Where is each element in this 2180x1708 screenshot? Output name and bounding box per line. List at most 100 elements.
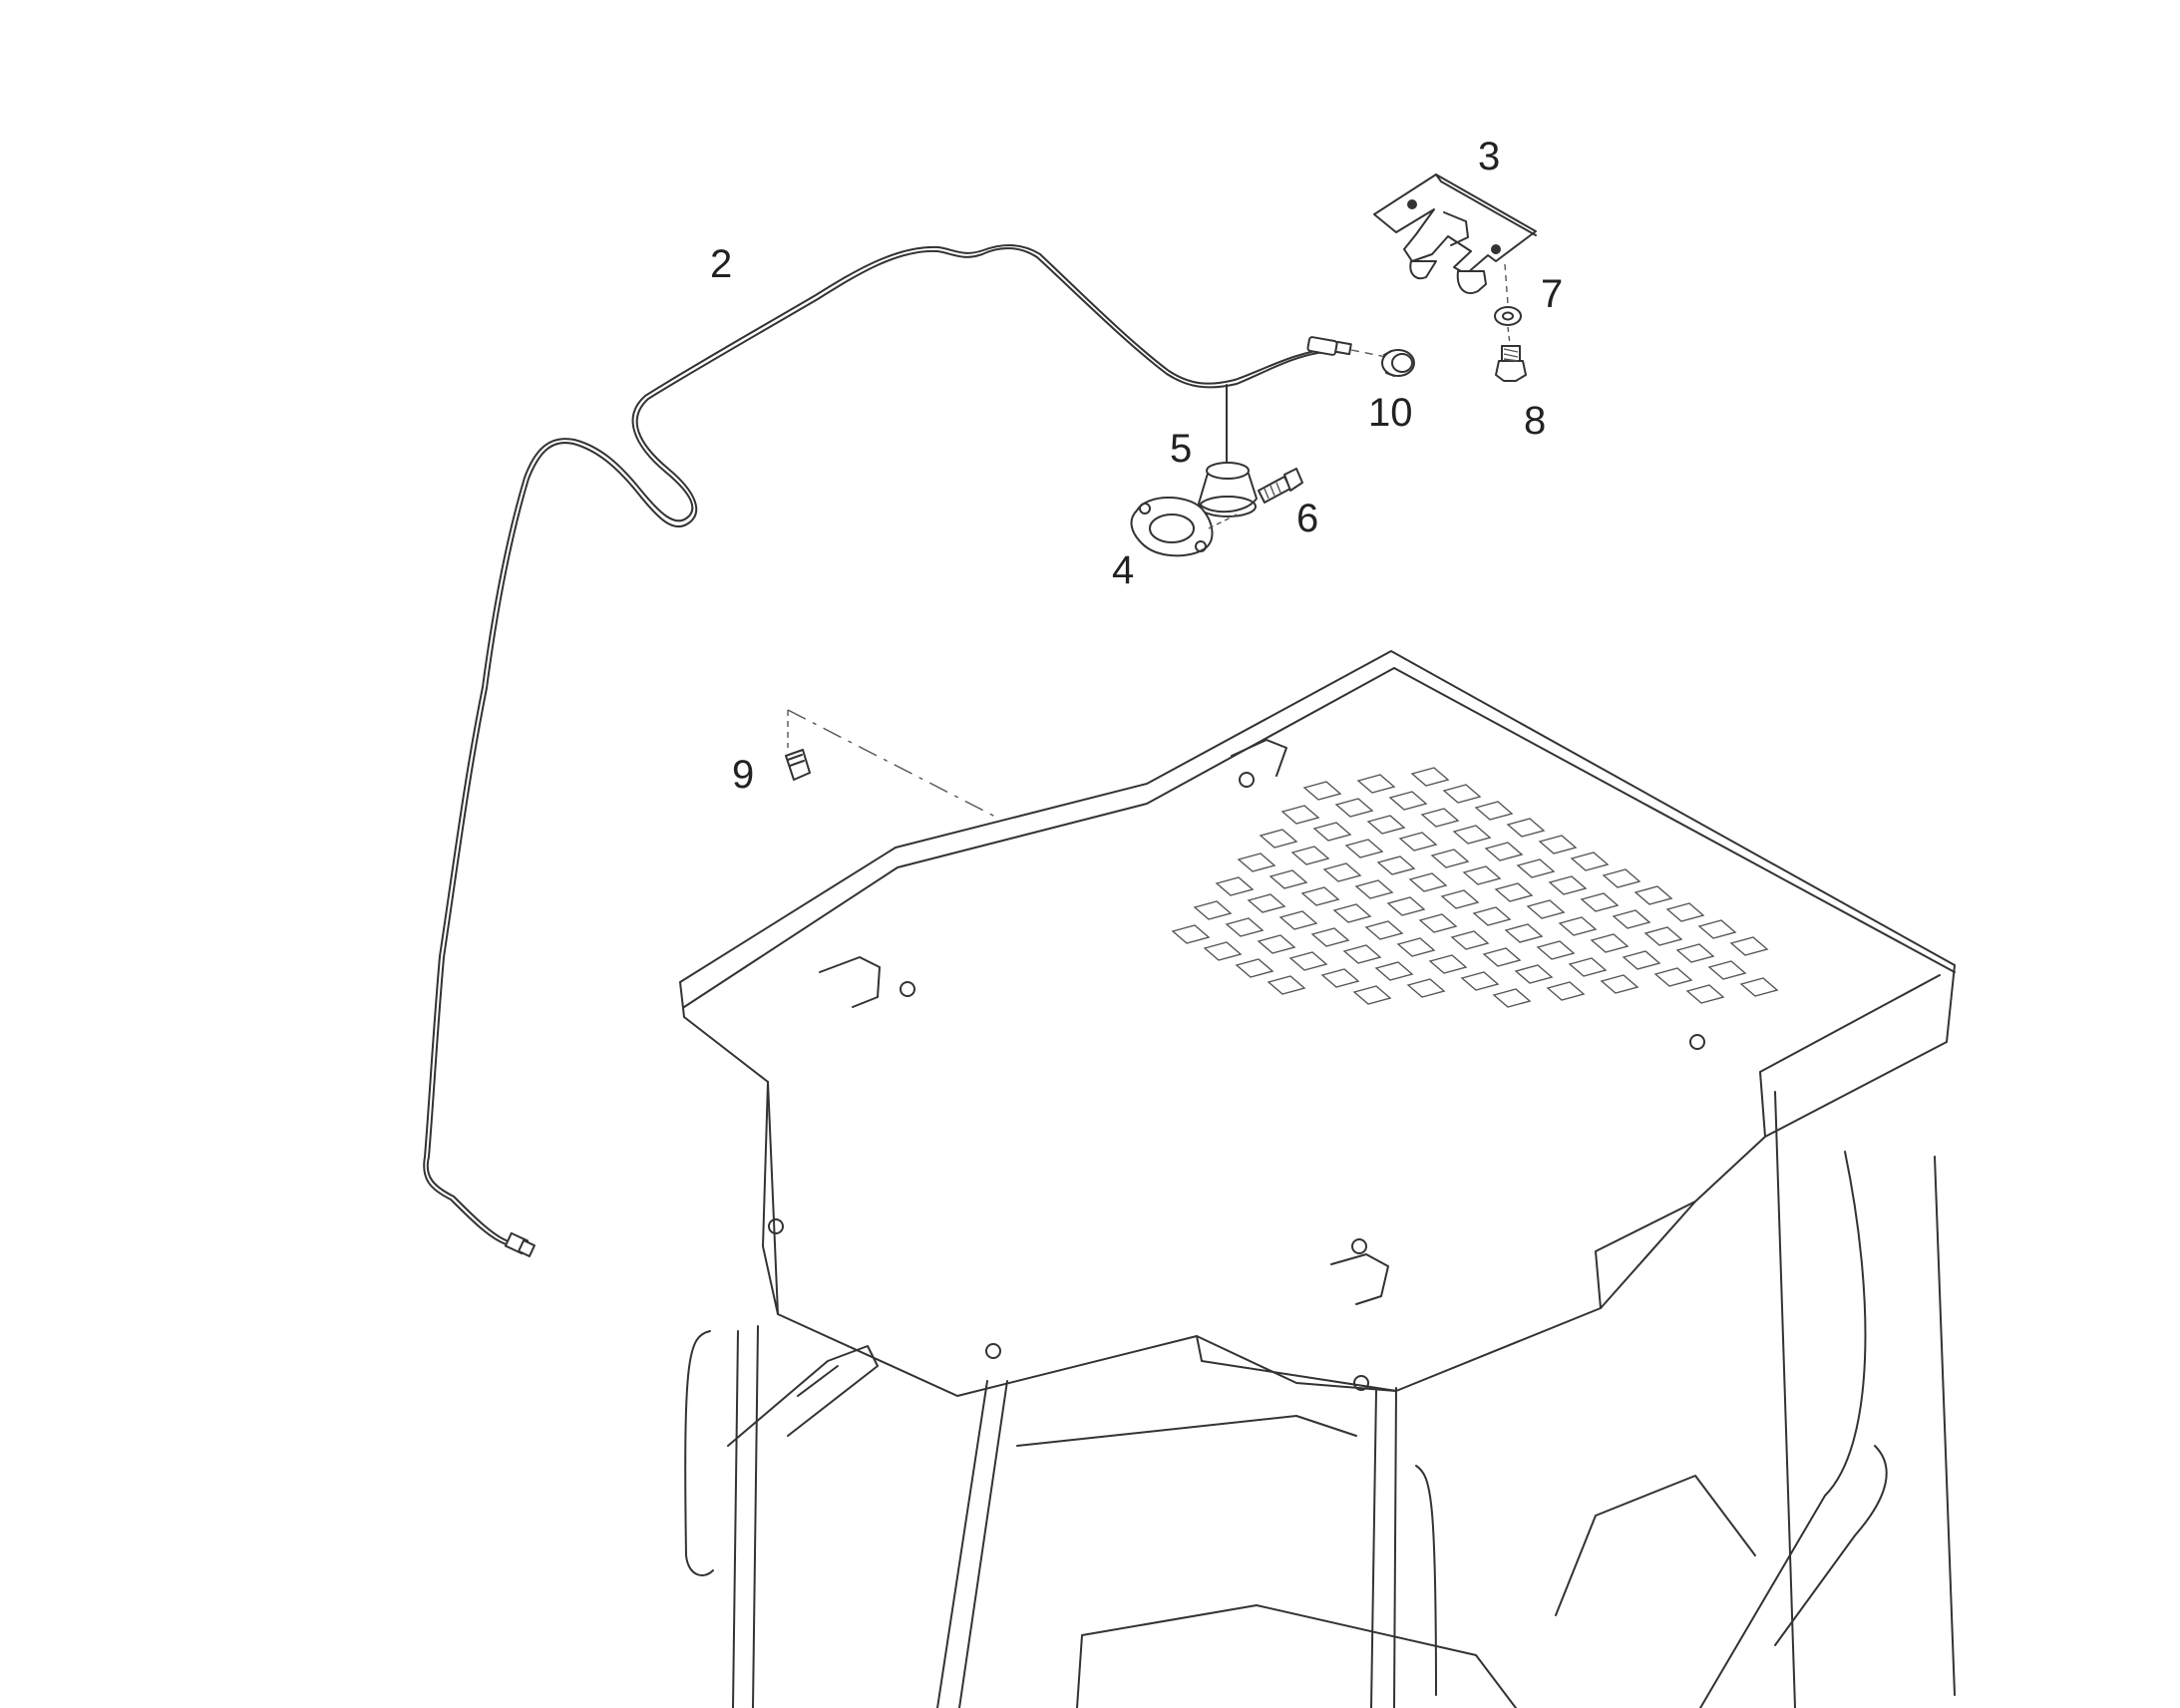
roof-vent-slot [1332,903,1372,923]
cab-body [679,650,1956,1708]
roof-vent-slot [1310,927,1350,947]
roof-vent-slot [1430,849,1470,868]
roof-vent-slot [1364,920,1404,940]
roof-vent-slot [1675,943,1715,963]
roof-vent-slot [1237,853,1276,872]
roof-vent-slot [1215,876,1255,896]
roof-vent-slot [1288,951,1328,971]
roof-vent-slot [1514,964,1554,984]
callout-4: 4 [1112,548,1134,592]
roof-vent-slot [1472,906,1512,926]
roof-vent-slot [1653,967,1693,987]
roof-vent-slot [1474,801,1514,821]
roof-vent-slot [1440,889,1480,909]
roof-vent-slot [1492,988,1532,1008]
roof-vent-slot [1450,930,1490,950]
roof-vent-slot [1193,900,1233,920]
roof-vent-slot [1366,815,1406,835]
roof-vent-slot [1634,885,1673,905]
roof-vent-slot [1506,818,1546,838]
roof-vent-slot [1302,781,1342,801]
roof-vent-slot [1482,947,1522,967]
roof-vent-slot [1247,893,1286,913]
roof-vent-slot [1442,784,1482,804]
roof-vent-slot [1516,858,1556,878]
part-8-bolt [1495,345,1527,382]
roof-vent-slot [1322,862,1362,882]
callout-9: 9 [732,753,754,797]
roof-vent-slot [1280,805,1320,825]
part-7-washer [1494,306,1522,345]
roof-vent-slot [1729,936,1769,956]
roof-vent-slot [1396,937,1436,957]
roof-vent-slot [1203,941,1243,961]
part-3-bracket [1373,173,1537,305]
roof-vent-slot [1388,791,1428,811]
callout-labels: 2 3 4 5 6 7 8 9 10 [710,135,1563,797]
roof-vent-slot [1269,869,1308,889]
roof-vent-slot [1406,978,1446,998]
roof-vent-slot [1259,829,1298,849]
roof-vent-slot [1354,879,1394,899]
roof-vent-slot [1538,835,1578,854]
part-4-gasket [1130,497,1238,557]
part-9-clip [785,709,998,819]
roof-vent-slot [1356,774,1396,794]
roof-vent-slot [1685,984,1725,1004]
roof-vent-slot [1428,954,1468,974]
roof-vent-slot [1568,957,1608,977]
roof-vent-slot [1386,896,1426,916]
roof-vent-slot [1235,958,1274,978]
roof-vent-slot [1504,923,1544,943]
callout-3: 3 [1478,135,1500,178]
roof-vent-slot [1257,934,1296,954]
roof-vent-slot [1418,913,1458,933]
roof-vent-slot [1536,940,1576,960]
roof-vent-slot [1484,842,1524,861]
roof-vent-slot [1410,767,1450,787]
roof-vent-slot [1312,822,1352,842]
callout-10: 10 [1368,391,1413,435]
part-2-cable-harness [423,243,1387,1257]
roof-vent-slot [1494,882,1534,902]
roof-vent-slot [1171,924,1211,944]
roof-vent-slot [1697,919,1737,939]
callout-6: 6 [1296,497,1318,540]
roof-vent-slot [1278,910,1318,930]
part-10-plug [1381,349,1415,377]
roof-vent-slot [1570,852,1610,871]
roof-vent-slot [1546,981,1586,1001]
roof-vent-slot [1739,977,1779,997]
roof-vent-slot [1408,872,1448,892]
roof-vent-slot [1320,968,1360,988]
callout-5: 5 [1170,427,1192,471]
roof-vent-slot [1462,865,1502,885]
roof-vent-slot [1376,855,1416,875]
roof-vent-slot [1600,974,1639,994]
callout-7: 7 [1541,272,1563,316]
roof-vent-slot [1707,960,1747,980]
roof-vent-slot [1267,975,1306,995]
roof-vent-slot [1334,798,1374,818]
roof-vent-slot [1300,886,1340,906]
roof-vent-slot [1612,909,1651,929]
roof-vent-grid [1171,767,1779,1008]
roof-vent-slot [1622,950,1661,970]
part-6-screw [1258,468,1303,504]
roof-vent-slot [1352,985,1392,1005]
roof-vent-slot [1452,825,1492,845]
roof-vent-slot [1342,944,1382,964]
roof-vent-slot [1460,971,1500,991]
roof-vent-slot [1580,892,1620,912]
roof-vent-slot [1665,902,1705,922]
roof-vent-slot [1225,917,1265,937]
roof-vent-slot [1420,808,1460,828]
roof-vent-slot [1344,839,1384,858]
roof-vent-slot [1398,832,1438,852]
callout-8: 8 [1524,399,1546,443]
roof-vent-slot [1590,933,1630,953]
roof-vent-slot [1548,875,1588,895]
part-5-sensor [1198,384,1258,517]
